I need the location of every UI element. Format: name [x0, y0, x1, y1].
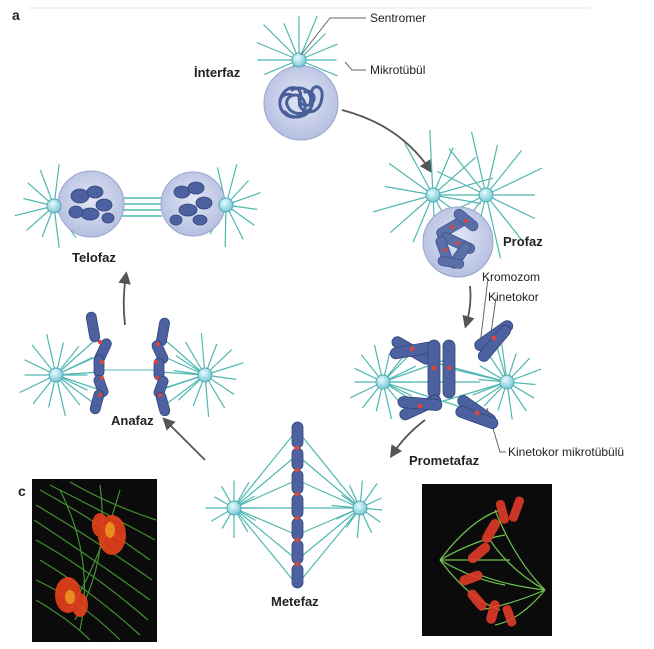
metaphase-centrosome-left — [227, 501, 241, 515]
anaphase-spindle — [56, 340, 205, 405]
prometaphase-cell — [350, 318, 541, 430]
microtubule — [433, 148, 453, 195]
micrograph-c — [32, 479, 157, 642]
prophase-centrosome-right — [479, 188, 493, 202]
panel-label-a: a — [12, 7, 20, 23]
metaphase-centrosome-right — [353, 501, 367, 515]
label-centromere: Sentromer — [370, 11, 426, 25]
anaphase-centrosome-left — [49, 368, 63, 382]
label-interphase: İnterfaz — [194, 65, 241, 80]
label-kinetochore: Kinetokor — [488, 290, 539, 304]
microtubule — [264, 25, 299, 60]
telophase-cell — [15, 164, 261, 247]
microtubule — [430, 130, 433, 195]
arrow-anaphase-to-telophase — [124, 275, 126, 325]
arrow-interphase-to-prophase — [342, 110, 430, 170]
telophase-midbody — [118, 198, 162, 216]
label-chromosome: Kromozom — [482, 270, 540, 284]
label-microtubule: Mikrotübül — [370, 63, 425, 77]
prophase-cell — [373, 130, 542, 277]
label-prometaphase: Prometafaz — [409, 453, 480, 468]
label-kinetochore-microtubule: Kinetokor mikrotübülü — [508, 445, 624, 459]
anaphase-cell — [20, 311, 244, 417]
arrow-metaphase-to-anaphase — [165, 420, 205, 460]
microtubule — [389, 163, 433, 195]
prophase-centrosome-left — [426, 188, 440, 202]
micrograph-b — [422, 484, 552, 636]
microtubule — [486, 195, 535, 219]
prometaphase-chromosomes — [389, 318, 514, 430]
telophase-nucleus-right — [161, 172, 225, 236]
arrow-prometaphase-to-metaphase — [392, 420, 425, 455]
prometaphase-centrosome-right — [500, 375, 514, 389]
anaphase-chromosomes — [85, 311, 170, 417]
telophase-nucleus-left — [58, 171, 124, 237]
anaphase-centrosome-right — [198, 368, 212, 382]
interphase-centrosome — [292, 53, 306, 67]
telophase-centrosome-left — [47, 199, 61, 213]
microtubule — [486, 168, 542, 195]
panel-label-c: c — [18, 483, 26, 499]
metaphase-cell — [205, 422, 382, 588]
interphase-cell — [257, 16, 338, 140]
prometaphase-centrosome-left — [376, 375, 390, 389]
label-telophase: Telofaz — [72, 250, 116, 265]
label-anaphase: Anafaz — [111, 413, 154, 428]
arrow-prophase-to-prometaphase — [466, 286, 471, 325]
label-prophase: Profaz — [503, 234, 543, 249]
label-metaphase: Metefaz — [271, 594, 319, 609]
telophase-centrosome-right — [219, 198, 233, 212]
